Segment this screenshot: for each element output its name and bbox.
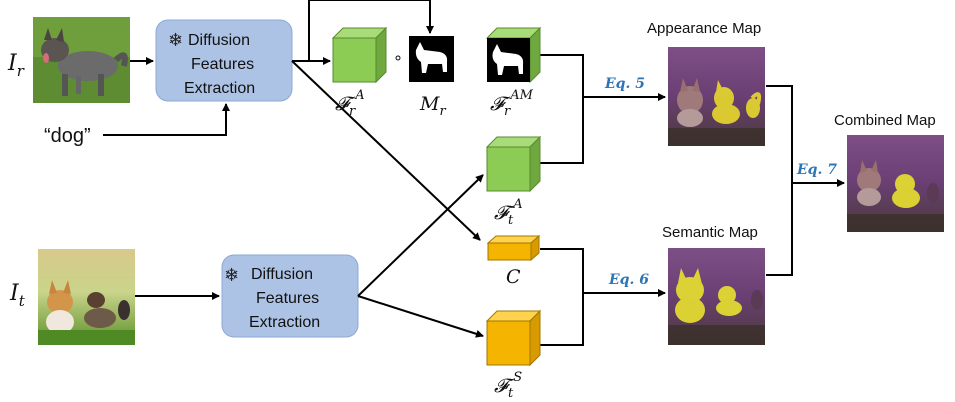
extractor-line3: Extraction <box>249 314 320 331</box>
mask-m-r <box>409 36 454 82</box>
label-c: C <box>506 266 521 288</box>
cube-f-t-s <box>485 309 542 367</box>
eq7-label: Eq. 7 <box>796 162 837 178</box>
extractor-line2: Features <box>191 56 254 73</box>
connectors <box>103 0 845 346</box>
prompt-text: “dog” <box>44 125 91 147</box>
snowflake-icon: ❄ <box>224 265 239 286</box>
cube-f-r-a <box>331 26 388 84</box>
ref-image-label: Ir <box>7 51 25 80</box>
diffusion-extractor-target: ❄ Diffusion Features Extraction <box>221 254 359 338</box>
label-f-t-s: 𝓕tS <box>494 370 522 401</box>
cube-f-t-a <box>485 135 542 193</box>
appearance-map-title: Appearance Map <box>647 20 761 37</box>
target-image-label: It <box>9 281 26 310</box>
diffusion-extractor-ref: ❄ Diffusion Features Extraction <box>155 19 293 102</box>
semantic-map-image <box>668 248 765 345</box>
label-f-t-a: 𝓕tA <box>494 197 523 228</box>
extractor-line2: Features <box>256 290 319 307</box>
snowflake-icon: ❄ <box>168 30 183 51</box>
eq6-label: Eq. 6 <box>608 272 649 288</box>
combined-map-title: Combined Map <box>834 112 936 129</box>
label-f-r-am: 𝓕rAM <box>490 88 534 119</box>
label-m-r: Mr <box>419 93 446 119</box>
cube-f-r-am <box>485 26 542 84</box>
eq5-label: Eq. 5 <box>604 76 645 92</box>
block-c <box>486 234 541 262</box>
appearance-map-image <box>668 47 765 146</box>
reference-image <box>33 17 130 103</box>
extractor-line3: Extraction <box>184 80 255 97</box>
compose-operator: ∘ <box>393 48 403 67</box>
extractor-line1: Diffusion <box>251 266 313 283</box>
combined-map-image <box>847 135 944 232</box>
label-f-r-a: 𝓕rA <box>335 88 365 119</box>
semantic-map-title: Semantic Map <box>662 224 758 241</box>
target-image <box>38 249 135 345</box>
extractor-line1: Diffusion <box>188 32 250 49</box>
